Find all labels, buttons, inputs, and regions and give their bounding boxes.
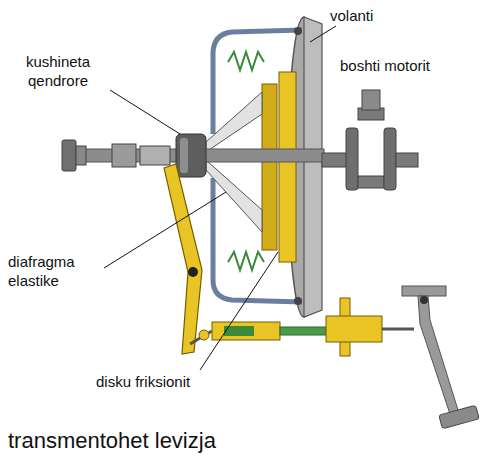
connecting-rod — [362, 90, 380, 110]
shaft-collar — [112, 144, 136, 167]
pedal-pad — [439, 405, 479, 428]
crankshaft — [322, 153, 348, 167]
part-label: diafragma elastike — [8, 252, 104, 290]
fork-pivot — [188, 267, 198, 277]
shaft-spline — [62, 140, 76, 171]
leader-line — [310, 26, 336, 42]
part-label: volanti — [330, 6, 410, 25]
push-rod — [190, 331, 212, 344]
pressure-plate — [262, 84, 277, 250]
shaft-spline — [76, 146, 86, 165]
pedal-pivot — [420, 296, 428, 304]
flywheel-rim — [304, 17, 322, 317]
pedal-bracket — [402, 286, 446, 296]
part-label: boshti motorit — [340, 56, 460, 75]
caption: transmentohet levizja — [8, 428, 216, 454]
pedal-rod — [382, 328, 414, 331]
part-label: disku friksionit — [96, 372, 236, 391]
bolt — [294, 297, 302, 305]
leader-line — [110, 90, 180, 134]
diaphragm-spring — [206, 92, 262, 152]
hydraulic-line — [280, 327, 326, 335]
diaphragm-spring — [206, 160, 262, 232]
shaft-collar — [140, 146, 170, 165]
part-label: kushineta qendrore — [4, 52, 112, 90]
crankshaft — [396, 153, 418, 167]
release-bearing — [180, 138, 188, 173]
bolt — [294, 27, 302, 35]
spring — [228, 52, 264, 70]
leader-line — [104, 192, 226, 268]
release-fork — [164, 164, 202, 354]
spring — [228, 252, 264, 270]
pedal-arm — [418, 296, 458, 414]
master-cylinder — [326, 316, 382, 342]
crankshaft — [358, 176, 384, 188]
leader-line — [200, 252, 278, 370]
crankshaft — [346, 128, 358, 190]
crankshaft — [384, 128, 396, 190]
friction-disc — [279, 72, 296, 262]
release-bearing — [176, 134, 206, 177]
rod-ball — [199, 330, 209, 340]
